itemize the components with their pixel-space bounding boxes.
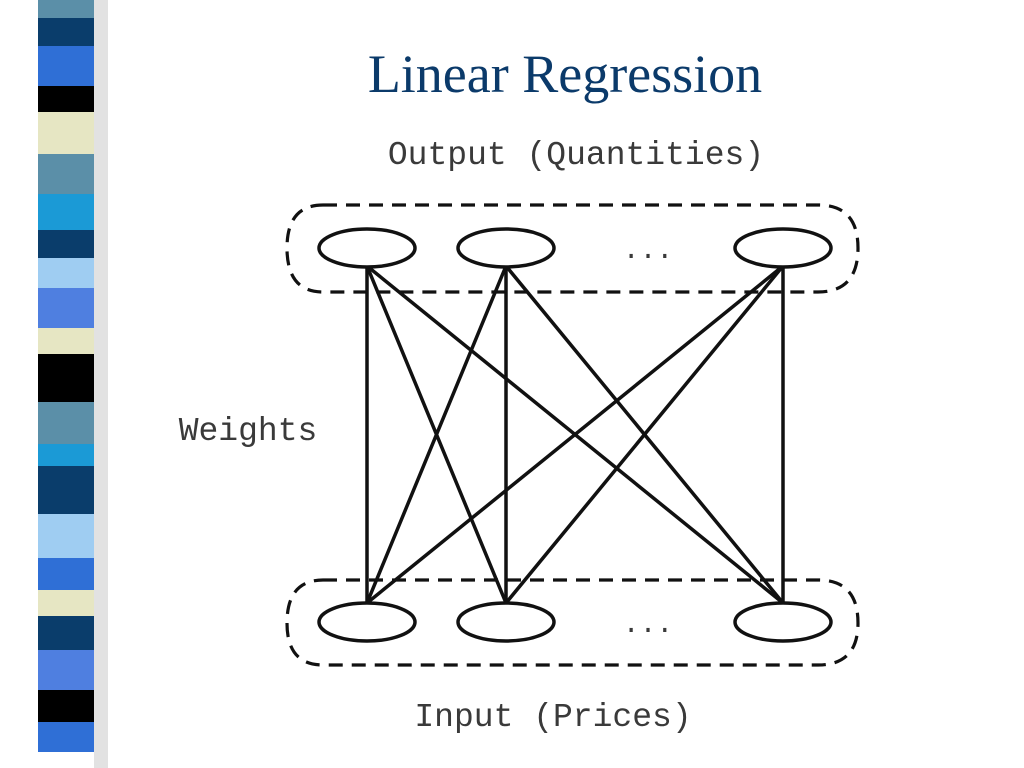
slide-title: Linear Regression	[367, 44, 763, 104]
stripe-segment	[38, 690, 94, 722]
output-ellipsis: ...	[623, 236, 673, 267]
input-label: Input (Prices)	[414, 699, 691, 736]
input-node	[456, 601, 556, 643]
stripe-segment	[38, 722, 94, 752]
decorative-stripe-bar	[38, 0, 108, 768]
stripe-segment	[38, 288, 94, 328]
stripe-segment	[38, 354, 94, 402]
stripe-segment	[38, 230, 94, 258]
stripe-segment	[38, 514, 94, 558]
weights-label: Weights	[179, 413, 318, 450]
stripe-segment	[38, 328, 94, 354]
input-node	[733, 601, 833, 643]
stripe-segment	[38, 466, 94, 514]
output-node	[456, 227, 556, 269]
input-group-boundary	[285, 578, 860, 667]
stripe-segment	[38, 444, 94, 466]
stripe-segment	[38, 616, 94, 650]
stripe-shadow	[94, 0, 108, 768]
input-node	[317, 601, 417, 643]
stripe-segment	[38, 86, 94, 112]
output-node	[317, 227, 417, 269]
stripe-segment	[38, 154, 94, 194]
stripe-segment	[38, 46, 94, 86]
stripe-segment	[38, 650, 94, 690]
stripe-segment	[38, 0, 94, 18]
stripe-segment	[38, 558, 94, 590]
stripe-segment	[38, 194, 94, 230]
stripe-segment	[38, 402, 94, 444]
weight-line	[504, 264, 785, 605]
stripe-segment	[38, 258, 94, 288]
output-group-boundary	[285, 203, 860, 294]
stripe-segment	[38, 590, 94, 616]
weight-connections	[365, 264, 785, 605]
stripe-segment	[38, 112, 94, 154]
output-node	[733, 227, 833, 269]
input-ellipsis: ...	[623, 610, 673, 641]
output-label: Output (Quantities)	[388, 137, 764, 174]
weight-line	[365, 264, 508, 605]
weight-line	[365, 264, 785, 605]
stripe-segment	[38, 18, 94, 46]
